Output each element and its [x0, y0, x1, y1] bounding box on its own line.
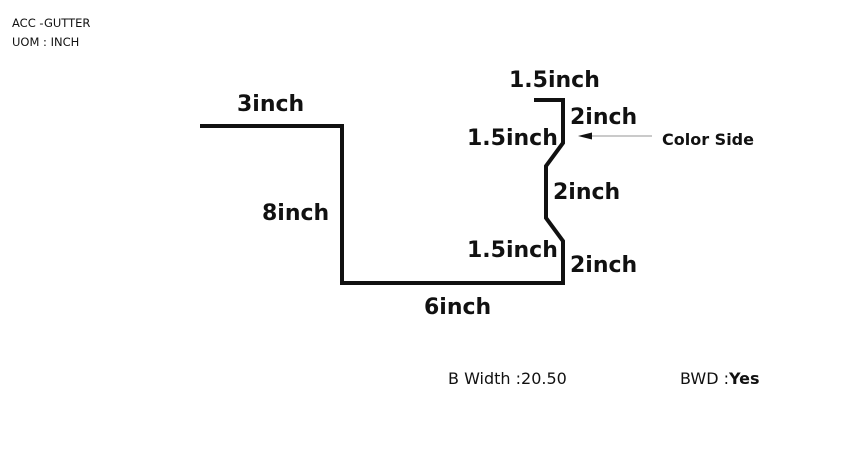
- color-side-arrow-head: [578, 132, 592, 140]
- dim-bottom: 6inch: [424, 295, 491, 320]
- b-width-label: B Width :: [448, 369, 522, 388]
- dim-left-vertical: 8inch: [262, 201, 329, 226]
- b-width-value: 20.50: [521, 369, 567, 388]
- dim-top-left: 3inch: [237, 92, 304, 117]
- dim-top-lip: 1.5inch: [509, 68, 600, 93]
- dim-middle-right: 2inch: [553, 180, 620, 205]
- unit-of-measure: UOM : INCH: [12, 35, 80, 49]
- dim-lower-right: 2inch: [570, 253, 637, 278]
- dim-lower-bend: 1.5inch: [467, 238, 558, 263]
- bwd-label: BWD :: [680, 369, 730, 388]
- item-name: ACC -GUTTER: [12, 16, 91, 30]
- b-width: B Width :20.50: [448, 369, 567, 388]
- bwd: BWD :Yes: [680, 369, 760, 388]
- dim-upper-right: 2inch: [570, 105, 637, 130]
- dim-upper-bend: 1.5inch: [467, 126, 558, 151]
- gutter-profile-line: [200, 98, 565, 285]
- bwd-value: Yes: [729, 369, 760, 388]
- color-side-label: Color Side: [662, 130, 754, 149]
- drawing-header: ACC -GUTTER UOM : INCH: [12, 14, 90, 52]
